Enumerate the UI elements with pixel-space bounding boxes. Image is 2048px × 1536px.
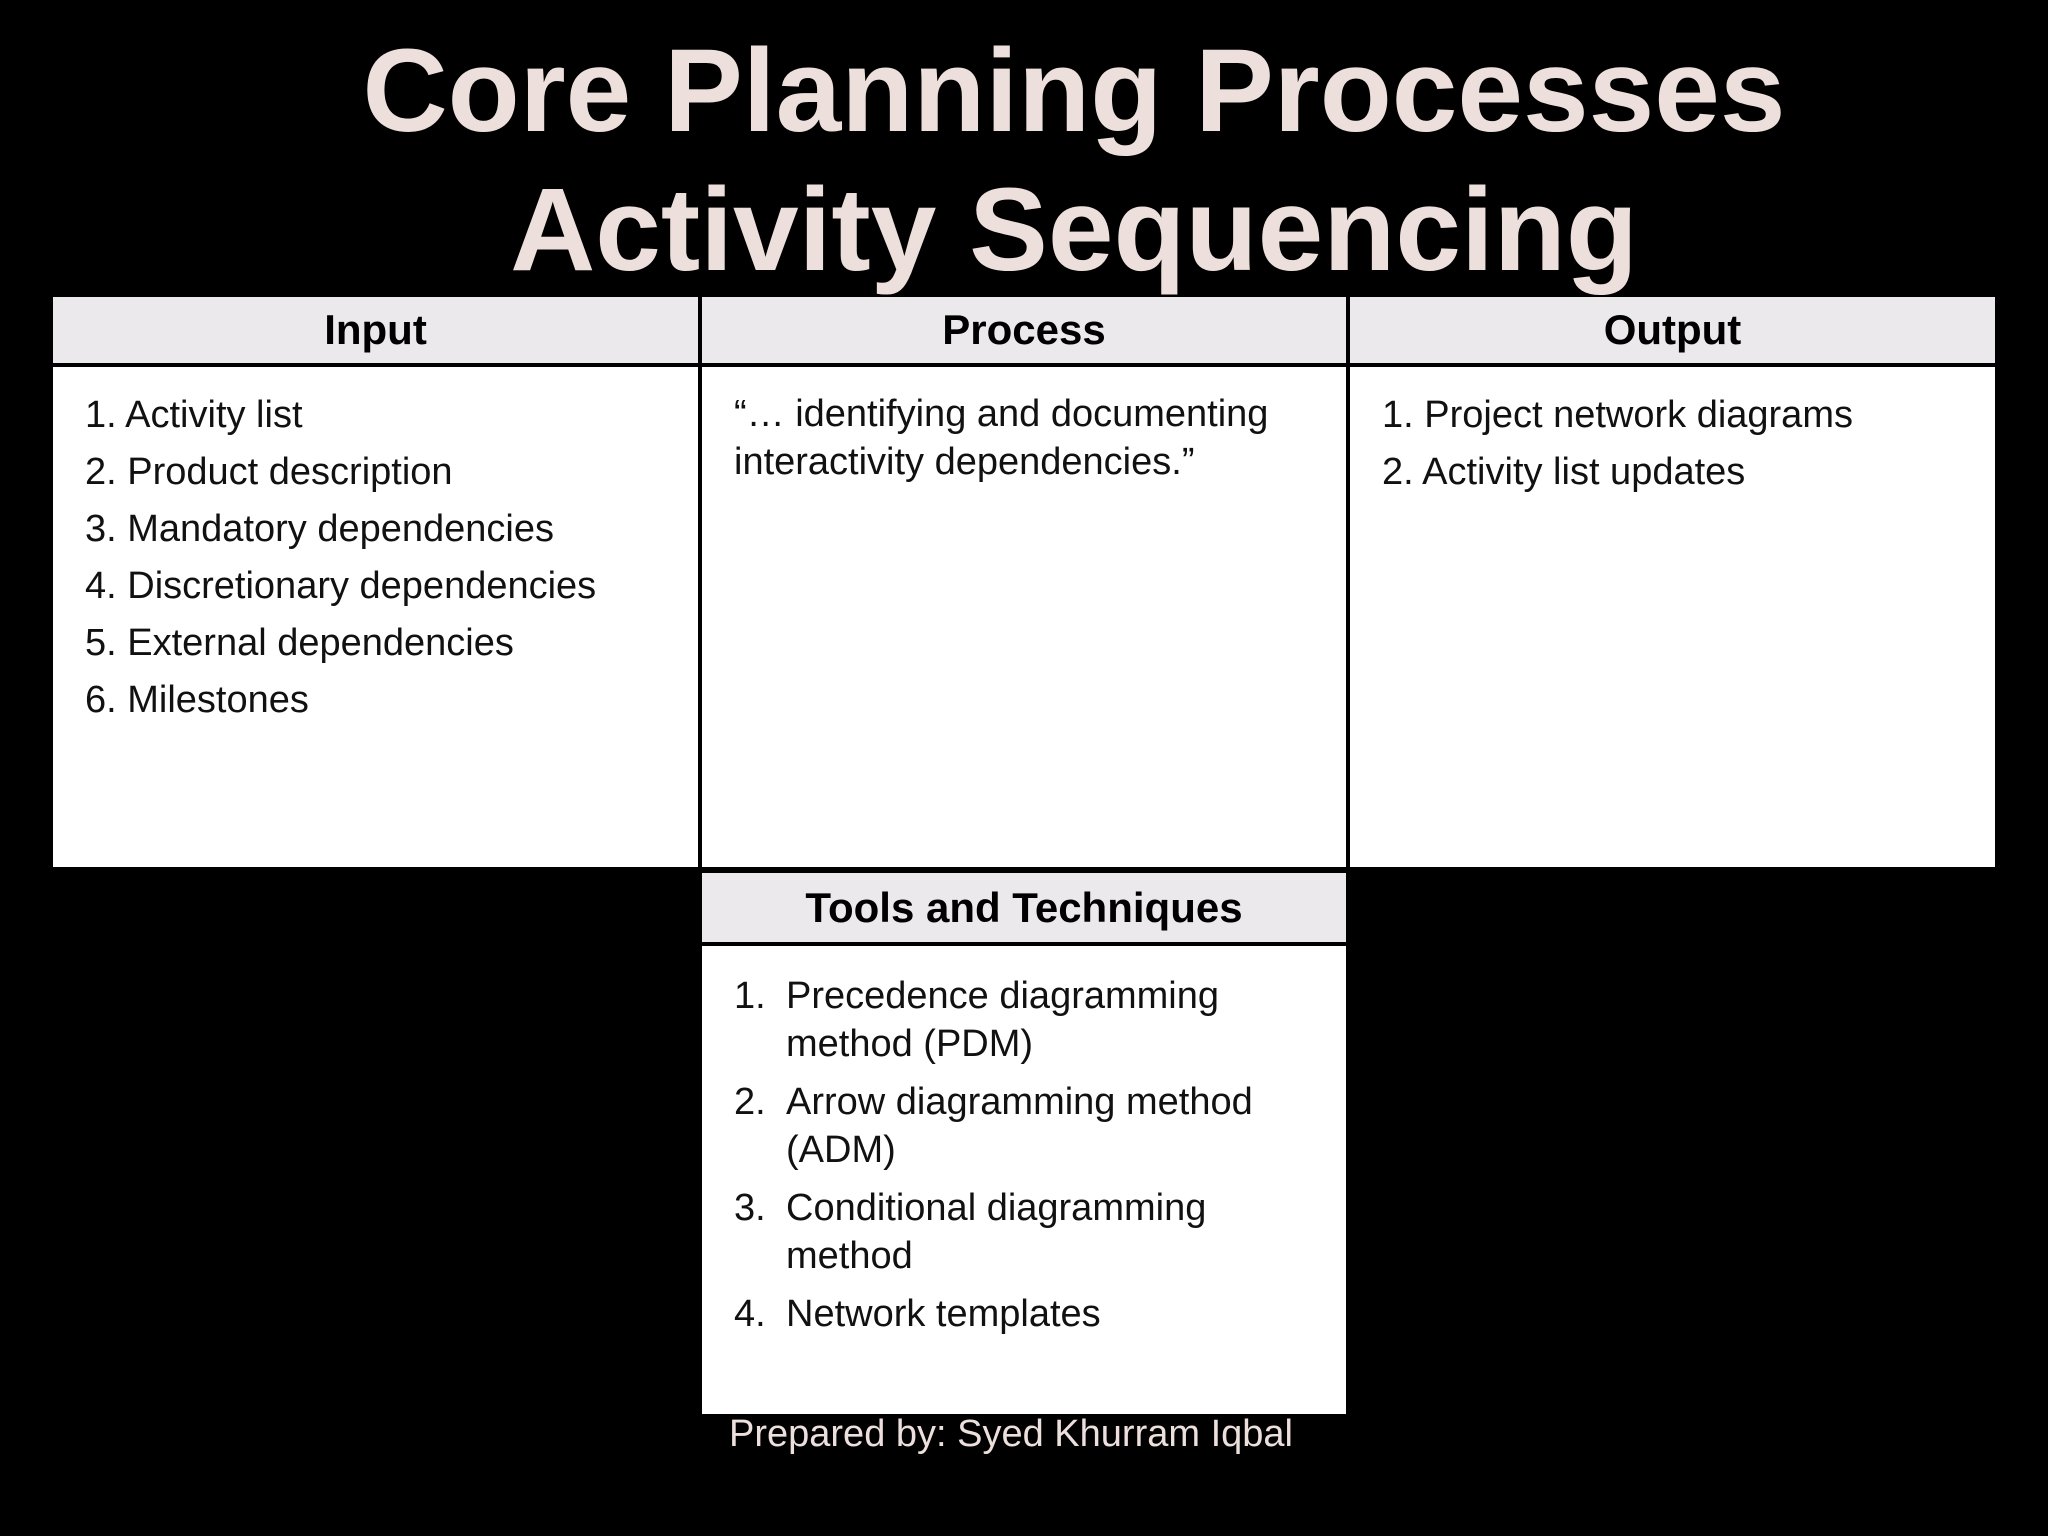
output-cell: 1. Project network diagrams 2. Activity … (1350, 367, 1995, 867)
tools-cell: 1. Precedence diagramming method (PDM) 2… (702, 946, 1346, 1414)
list-item: 4. Network templates (734, 1290, 1306, 1338)
list-item: 1. Activity list (85, 394, 303, 436)
list-item: 6. Milestones (85, 679, 309, 721)
process-description: “… identifying and documenting interacti… (734, 393, 1269, 483)
output-header: Output (1350, 297, 1995, 367)
process-header: Process (702, 297, 1346, 367)
list-text: Precedence diagramming method (PDM) (786, 975, 1220, 1065)
list-item: 4. Discretionary dependencies (85, 565, 597, 607)
list-item: 5. External dependencies (85, 622, 514, 664)
input-header: Input (53, 297, 698, 367)
list-number: 4. (734, 1293, 766, 1335)
tools-header: Tools and Techniques (702, 873, 1346, 946)
input-list: 1. Activity list 2. Product description … (85, 387, 698, 729)
list-text: Network templates (786, 1293, 1101, 1335)
tools-list: 1. Precedence diagramming method (PDM) 2… (734, 972, 1306, 1338)
list-item: 2. Product description (85, 451, 453, 493)
list-item: 3. Conditional diagramming method (734, 1184, 1306, 1280)
slide-title-line-1: Core Planning Processes (362, 25, 1786, 157)
list-item: 3. Mandatory dependencies (85, 508, 554, 550)
input-cell: 1. Activity list 2. Product description … (53, 367, 698, 867)
list-number: 2. (734, 1081, 766, 1123)
slide-title-line-2: Activity Sequencing (510, 164, 1638, 296)
list-text: Conditional diagramming method (786, 1187, 1207, 1277)
list-number: 1. (734, 975, 766, 1017)
list-item: 1. Project network diagrams (1382, 394, 1853, 436)
list-item: 1. Precedence diagramming method (PDM) (734, 972, 1306, 1068)
list-item: 2. Arrow diagramming method (ADM) (734, 1078, 1306, 1174)
list-text: Arrow diagramming method (ADM) (786, 1081, 1253, 1171)
list-number: 3. (734, 1187, 766, 1229)
output-list: 1. Project network diagrams 2. Activity … (1382, 387, 1995, 501)
list-item: 2. Activity list updates (1382, 451, 1746, 493)
process-cell: “… identifying and documenting interacti… (702, 367, 1346, 867)
footer-credit: Prepared by: Syed Khurram Iqbal (729, 1413, 1293, 1455)
